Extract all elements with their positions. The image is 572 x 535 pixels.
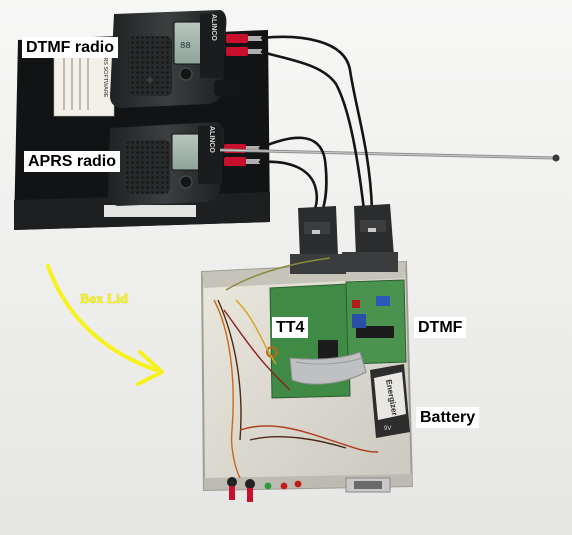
box-lid-arrowhead <box>136 350 164 386</box>
tt4-label: TT4 <box>272 317 309 338</box>
front-panel-components <box>227 477 391 502</box>
aprs-antenna <box>219 148 560 162</box>
ribbon-cable <box>289 351 367 385</box>
aprs-radio-body: ALINCO <box>108 122 225 206</box>
dtmf-radio-label: DTMF radio <box>22 37 118 58</box>
battery-voltage: 9V <box>384 426 391 432</box>
db9-connectors <box>298 204 394 258</box>
dtmf-radio-brand: ALINCO <box>210 14 217 41</box>
software-card-text: APRS SOFTWARE <box>102 50 108 98</box>
dtmf-label: DTMF <box>414 317 467 338</box>
aprs-radio-label: APRS radio <box>24 151 121 172</box>
battery-label: Battery <box>416 407 480 428</box>
internal-wiring <box>213 257 379 479</box>
battery-9v: Energizer 9V <box>370 364 410 438</box>
dtmf-board <box>345 279 407 365</box>
svg-text:88: 88 <box>180 41 191 51</box>
dtmf-radio-body: 88 ALINCO <box>110 10 240 108</box>
box-lid-arrow <box>46 264 158 372</box>
aprs-radio-brand: ALINCO <box>208 126 215 153</box>
box-lid-label: Box Lid <box>80 292 128 307</box>
radio-cables <box>258 35 374 214</box>
dtmf-radio-plugs <box>226 34 262 56</box>
